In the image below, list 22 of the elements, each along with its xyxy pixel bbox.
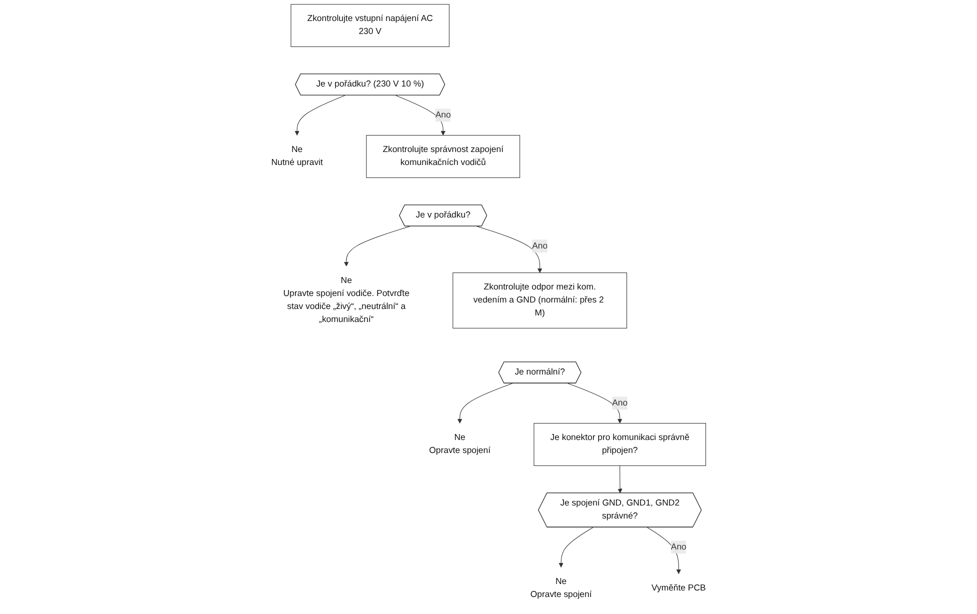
arrow	[476, 226, 542, 273]
edge-label: Ano	[532, 241, 548, 250]
arrow	[646, 527, 682, 574]
node-text: Vyměňte PCB	[652, 584, 706, 593]
node-text: Ne Opravte spojení	[530, 577, 592, 600]
edge-label: Ano	[670, 542, 686, 552]
arrow	[344, 226, 410, 266]
arrow	[395, 95, 446, 136]
arrow	[457, 383, 513, 424]
arrow	[558, 527, 594, 568]
arrow	[618, 465, 622, 494]
node-box: Zkontrolujte vstupní napájení AC 230 V	[290, 4, 450, 47]
node-text: Ne Upravte spojení vodiče. Potvrďte stav vodiče „živý“, „neutrální“ a „komunikační“	[283, 276, 410, 324]
node-box: Zkontrolujte správnost zapojení komunikačních vodičů	[366, 135, 520, 178]
edge-label: Ano	[612, 398, 628, 408]
node-box: Je konektor pro komunikaci správně připojen?	[534, 423, 706, 466]
node-text: Ne Opravte spojení	[429, 433, 491, 456]
arrow	[567, 383, 622, 424]
edge-label: Ano	[435, 110, 451, 120]
node-text: Ne Nutné upravit	[271, 145, 323, 168]
node-box: Zkontrolujte odpor mezi kom. vedením a GND (normální: přes 2 M)	[452, 272, 628, 328]
arrow	[294, 95, 346, 136]
